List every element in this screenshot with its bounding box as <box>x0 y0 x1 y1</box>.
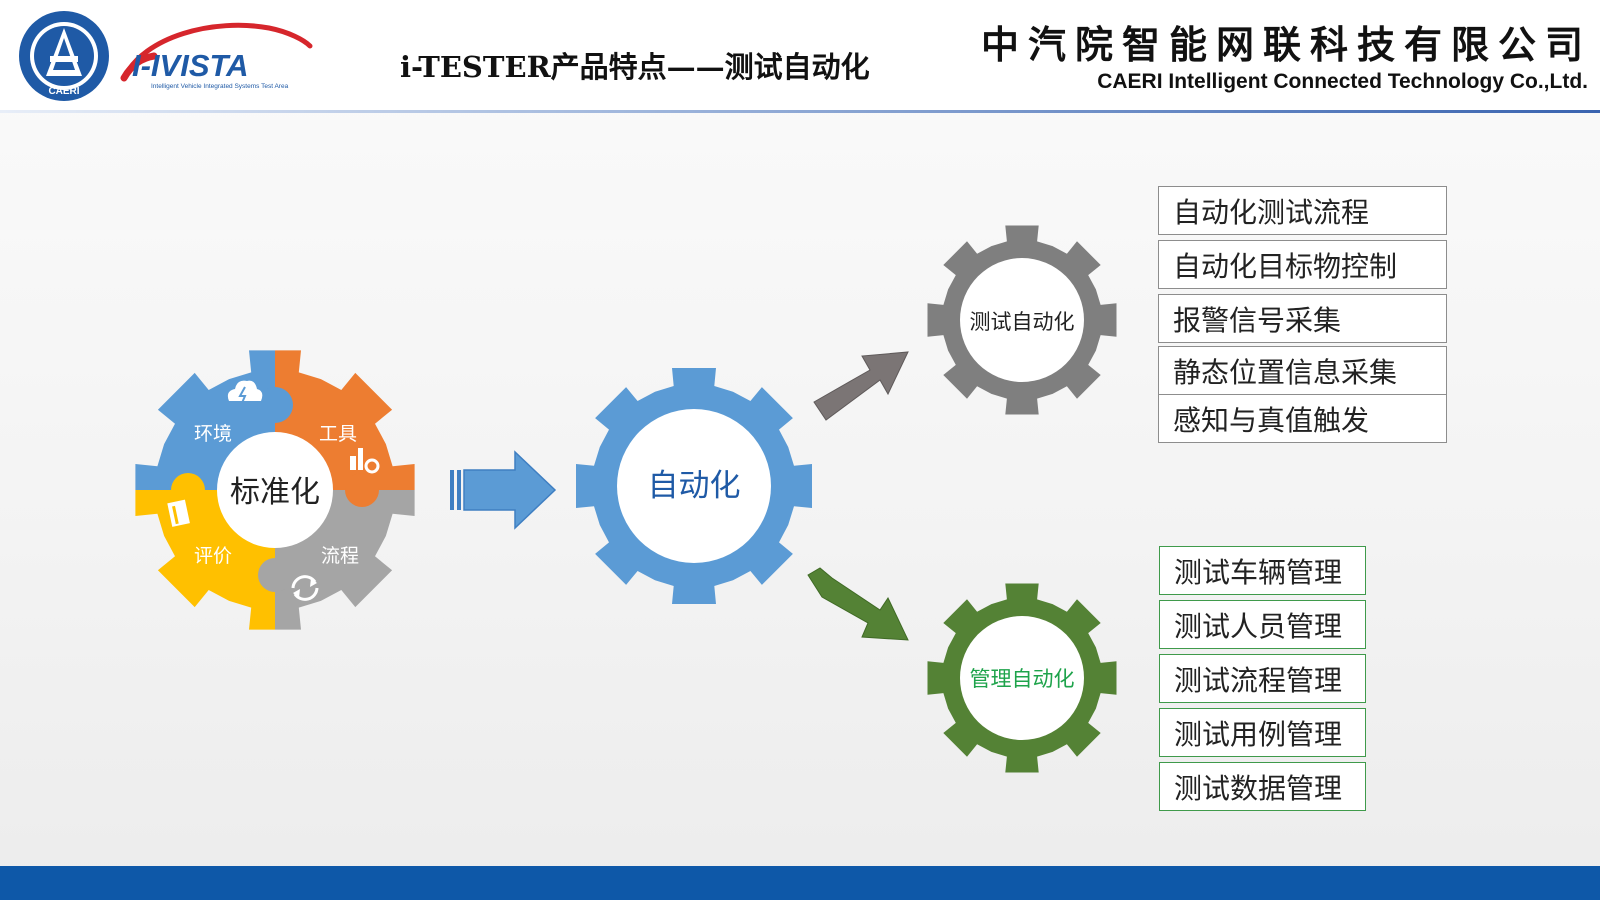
segment-label-process: 流程 <box>321 545 359 567</box>
puzzle-center <box>217 432 333 548</box>
automation-gear <box>576 368 812 604</box>
logo-wordmark: I-IVISTA <box>132 48 249 83</box>
gear-hole <box>960 616 1084 740</box>
test-automation-label: 测试自动化 <box>970 310 1075 334</box>
header-divider <box>0 110 1600 113</box>
down-right-arrow-icon <box>807 567 909 641</box>
seal-text: CAERI <box>48 86 79 97</box>
header-bar: CAERI I-IVISTA Intelligent Vehicle Integ… <box>0 0 1600 110</box>
segment-label-environment: 环境 <box>194 423 232 445</box>
slide-title: i-TESTER产品特点——测试自动化 <box>400 50 870 84</box>
puzzle-knob <box>257 387 293 423</box>
up-right-arrow-icon <box>813 351 909 421</box>
list-item: 静态位置信息采集 <box>1158 346 1447 395</box>
list-item: 报警信号采集 <box>1158 294 1447 343</box>
gear-hole <box>617 409 771 563</box>
management-automation-label: 管理自动化 <box>970 667 1075 691</box>
puzzle-knob <box>258 558 292 592</box>
caeri-seal-icon: CAERI <box>19 11 109 101</box>
caeri-ivista-logo: CAERI I-IVISTA Intelligent Vehicle Integ… <box>19 11 313 101</box>
list-item: 感知与真值触发 <box>1158 394 1447 443</box>
standardization-puzzle-gear: 标准化 环境 工具 评价 流程 <box>135 350 415 630</box>
tools-icon <box>350 448 380 474</box>
gear-hole <box>960 258 1084 382</box>
right-arrow-icon <box>450 450 557 530</box>
segment-label-evaluation: 评价 <box>194 545 232 567</box>
list-item: 测试流程管理 <box>1159 654 1366 703</box>
book-icon <box>167 499 190 527</box>
segment-label-tools: 工具 <box>319 423 357 445</box>
list-item: 自动化测试流程 <box>1158 186 1447 235</box>
company-name-en: CAERI Intelligent Connected Technology C… <box>1097 70 1588 93</box>
logo-tagline: Intelligent Vehicle Integrated Systems T… <box>151 83 289 90</box>
refresh-icon <box>291 575 319 601</box>
puzzle-center-label: 标准化 <box>230 475 320 510</box>
puzzle-knob <box>345 473 379 507</box>
ivista-logo-icon: I-IVISTA Intelligent Vehicle Integrated … <box>120 22 313 90</box>
list-item: 测试车辆管理 <box>1159 546 1366 595</box>
test-automation-gear <box>927 225 1117 415</box>
list-item: 自动化目标物控制 <box>1158 240 1447 289</box>
footer-bar <box>0 866 1600 900</box>
cloud-icon <box>227 380 263 404</box>
list-item: 测试人员管理 <box>1159 600 1366 649</box>
list-item: 测试用例管理 <box>1159 708 1366 757</box>
puzzle-knob <box>171 473 205 507</box>
company-name-cn: 中汽院智能网联科技有限公司 <box>980 22 1592 67</box>
list-item: 测试数据管理 <box>1159 762 1366 811</box>
management-automation-gear <box>927 583 1117 773</box>
automation-gear-label: 自动化 <box>648 468 741 504</box>
